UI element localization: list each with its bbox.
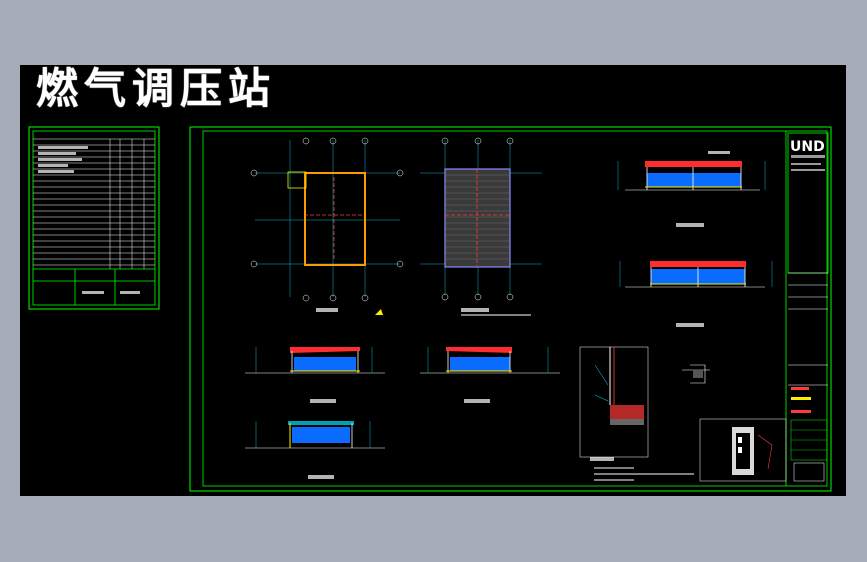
company-logo: UND <box>790 139 825 155</box>
elevation-a <box>617 151 766 227</box>
roof-plan <box>420 137 542 316</box>
section-view <box>245 421 385 479</box>
site-plan-inset <box>699 418 787 482</box>
floor-plan <box>250 137 404 315</box>
drawing-index-sheet <box>28 126 160 310</box>
wall-detail <box>579 346 694 481</box>
title-block: UND <box>787 132 829 482</box>
elevation-b <box>619 261 773 327</box>
elevation-c <box>245 347 385 403</box>
cad-canvas[interactable]: UND <box>20 65 846 496</box>
elevation-d <box>420 347 560 403</box>
drawing-frame <box>189 126 832 492</box>
cad-drawing: UND <box>28 126 832 492</box>
joint-detail <box>682 364 710 384</box>
drawing-title: 燃气调压站 <box>36 65 277 113</box>
drawing-inner-frame <box>202 130 828 487</box>
